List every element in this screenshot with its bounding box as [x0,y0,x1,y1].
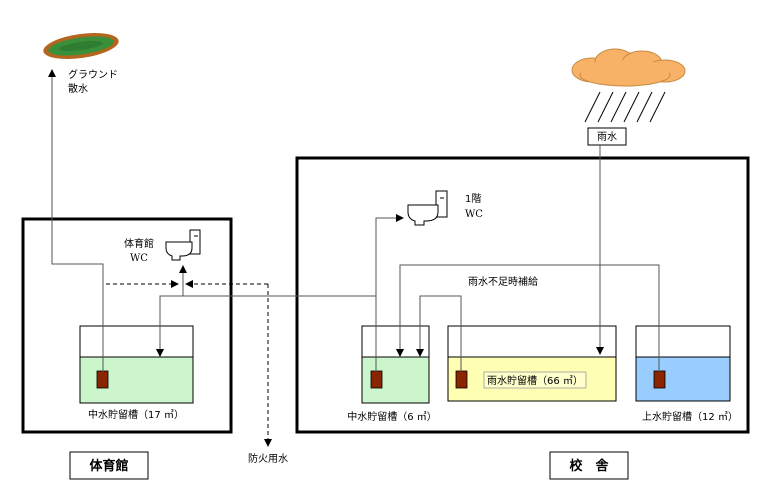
tap-water-tank [635,325,731,402]
pump-icon [455,370,468,389]
gym-wc-label-2: WC [130,253,148,264]
gym-title-box [69,451,149,480]
toilet-icon [407,190,448,226]
school-building [295,156,750,434]
school-wc-label-1: 1階 [465,193,481,205]
school-title-box [549,451,629,480]
gym-tank-label: 中水貯留槽（17 ㎥） [88,408,184,421]
school-title: 校 舎 [569,458,609,474]
upper-tank-label: 上水貯留槽（12 ㎥） [642,410,738,423]
school-wc-label-2: WC [465,209,483,220]
ground-label-2: 散水 [68,82,88,95]
fire-water-pipes [106,280,272,447]
pump-icon [370,370,383,389]
school-gray-tank-label: 中水貯留槽（6 ㎥） [347,410,437,423]
pump-icon [653,370,666,389]
field-icon [43,32,119,60]
rain-streaks [584,91,666,123]
ground-label-1: グラウンド [68,68,118,81]
fire-water-label: 防火用水 [248,452,288,465]
rain-supplement-label: 雨水不足時補給 [468,275,538,288]
cloud-icon [571,48,686,87]
toilet-icon [165,229,201,261]
pipes [48,69,660,372]
rain-tank-label: 雨水貯留槽（66 ㎥） [487,374,583,387]
gym-gray-water-tank [79,325,194,404]
school-gray-water-tank [361,325,430,404]
rain-label: 雨水 [597,131,617,143]
rain-water-tank [447,325,617,402]
gym-building [21,217,233,434]
gym-wc-label-1: 体育館 [124,237,154,250]
pump-icon [96,370,109,389]
rain-label-box [587,127,627,146]
gym-title: 体育館 [89,458,128,474]
